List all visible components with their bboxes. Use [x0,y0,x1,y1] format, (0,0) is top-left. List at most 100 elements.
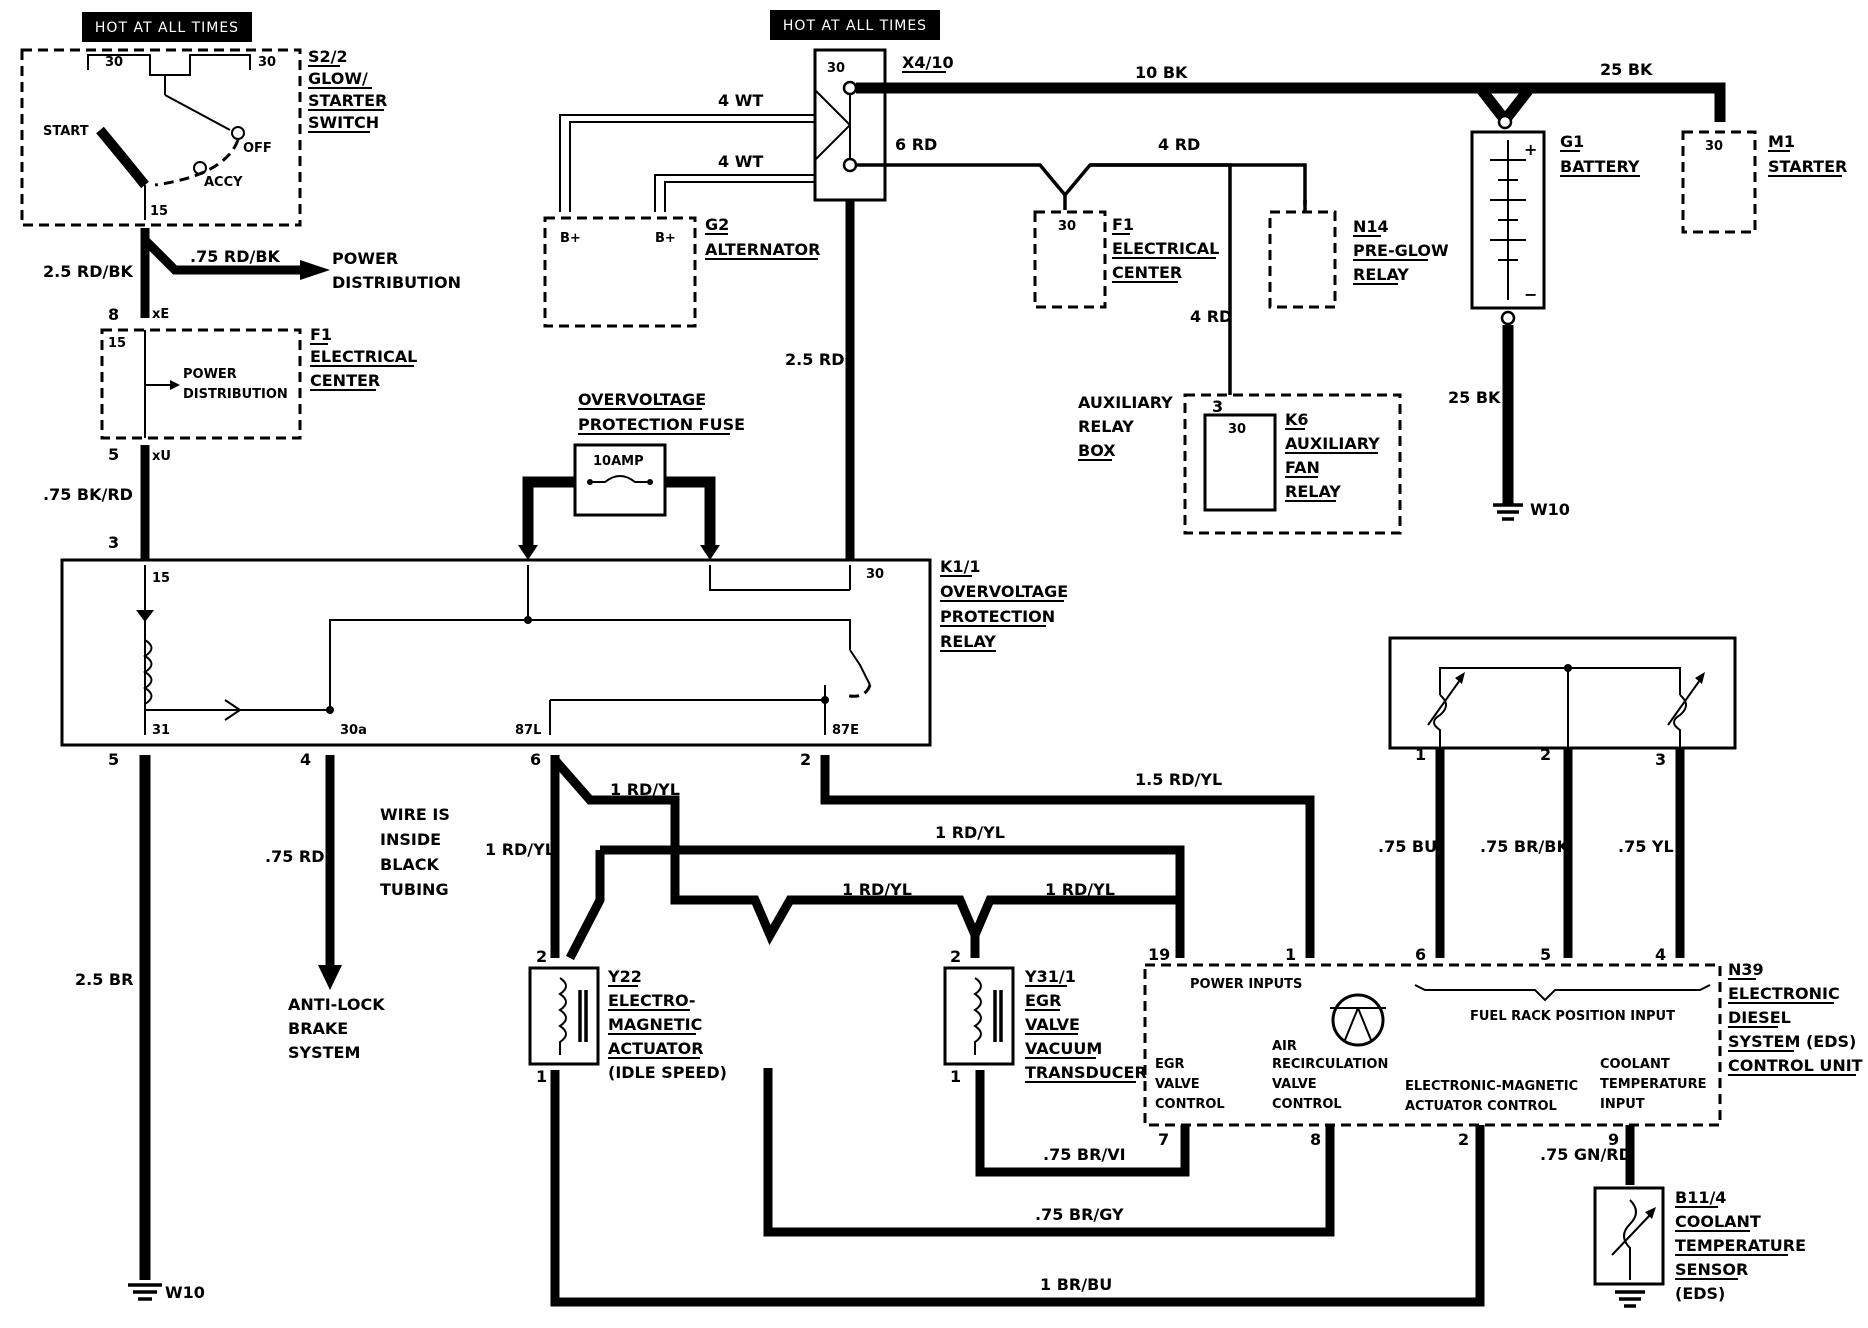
svg-text:RELAY: RELAY [1285,482,1341,501]
svg-text:87L: 87L [515,723,541,738]
svg-text:3: 3 [1655,750,1666,769]
svg-text:.75 BU: .75 BU [1378,837,1437,856]
starter: 30 M1 STARTER [1681,130,1847,234]
svg-text:7: 7 [1158,1130,1169,1149]
svg-text:POWER: POWER [183,367,237,382]
svg-text:STARTER: STARTER [308,91,387,110]
svg-text:6: 6 [530,750,541,769]
svg-text:1 RD/YL: 1 RD/YL [935,823,1005,842]
svg-text:W10: W10 [165,1283,205,1302]
svg-text:5: 5 [108,445,119,464]
svg-text:6: 6 [1415,945,1426,964]
svg-text:8: 8 [1310,1130,1321,1149]
svg-text:VACUUM: VACUUM [1025,1039,1102,1058]
svg-text:.75 BK/RD: .75 BK/RD [43,485,133,504]
svg-text:CONTROL UNIT: CONTROL UNIT [1728,1056,1863,1075]
svg-text:.75 GN/RD: .75 GN/RD [1540,1145,1632,1164]
svg-text:RECIRCULATION: RECIRCULATION [1272,1057,1388,1072]
svg-text:1: 1 [1285,945,1296,964]
wire-4rd-to-k6 [1090,163,1232,395]
glow-starter-switch: 30 30 START OFF ACCY 15 S2/2 GLOW/ START… [20,47,387,227]
svg-text:PROTECTION: PROTECTION [940,607,1055,626]
svg-text:4 WT: 4 WT [718,152,763,171]
svg-text:6 RD: 6 RD [895,135,937,154]
svg-text:M1: M1 [1768,132,1795,151]
svg-text:1 RD/YL: 1 RD/YL [610,780,680,799]
svg-text:15: 15 [150,204,168,219]
svg-text:COOLANT: COOLANT [1675,1212,1761,1231]
svg-text:15: 15 [152,571,170,586]
wires-rdyl [550,755,1315,961]
svg-text:S2/2: S2/2 [308,47,348,66]
svg-text:POWER INPUTS: POWER INPUTS [1190,977,1302,992]
svg-text:SENSOR: SENSOR [1675,1260,1748,1279]
svg-text:4 RD: 4 RD [1190,307,1232,326]
svg-text:30a: 30a [340,723,367,738]
electromagnetic-actuator: 2 1 Y22 ELECTRO- MAGNETIC ACTUATOR (IDLE… [528,947,727,1086]
svg-text:OFF: OFF [243,141,272,156]
svg-text:1 RD/YL: 1 RD/YL [842,880,912,899]
svg-text:DIESEL: DIESEL [1728,1008,1791,1027]
svg-text:30: 30 [1058,219,1076,234]
svg-text:ANTI-LOCK: ANTI-LOCK [288,995,385,1014]
hot-badge-right: HOT AT ALL TIMES [770,10,940,40]
svg-text:VALVE: VALVE [1272,1077,1317,1092]
svg-text:POWER: POWER [332,249,398,268]
wire-6rd [856,163,1307,205]
svg-text:30: 30 [1705,139,1723,154]
svg-text:ELECTRICAL: ELECTRICAL [310,347,417,366]
auxiliary-relay-box: 3 30 K6 AUXILIARY FAN RELAY AUXILIARY RE… [1078,393,1402,535]
svg-text:B+: B+ [655,231,676,246]
svg-text:OVERVOLTAGE: OVERVOLTAGE [940,582,1068,601]
svg-text:−: − [1524,285,1537,304]
svg-text:30: 30 [1228,422,1246,437]
ground-icon [1493,503,1523,521]
svg-text:31: 31 [152,723,170,738]
svg-text:1 RD/YL: 1 RD/YL [485,840,555,859]
svg-text:xU: xU [152,449,171,464]
svg-text:K1/1: K1/1 [940,557,981,576]
svg-text:25 BK: 25 BK [1448,388,1501,407]
svg-text:Y31/1: Y31/1 [1024,967,1076,986]
svg-text:CONTROL: CONTROL [1272,1097,1342,1112]
svg-text:SYSTEM: SYSTEM [288,1043,360,1062]
svg-text:.75 RD/BK: .75 RD/BK [190,247,281,266]
fuel-rack-sensor [1388,636,1737,750]
svg-text:ELECTRONIC-MAGNETIC: ELECTRONIC-MAGNETIC [1405,1079,1578,1094]
electrical-center-left: 15 POWER DISTRIBUTION F1 ELECTRICAL CENT… [100,325,417,440]
svg-text:WIRE IS: WIRE IS [380,805,450,824]
svg-text:W10: W10 [1530,500,1570,519]
svg-text:DISTRIBUTION: DISTRIBUTION [332,273,461,292]
svg-text:START: START [43,124,89,139]
svg-text:5: 5 [1540,945,1551,964]
svg-text:5: 5 [108,750,119,769]
svg-text:TRANSDUCER: TRANSDUCER [1025,1063,1147,1082]
svg-text:F1: F1 [1112,215,1134,234]
svg-text:4: 4 [300,750,311,769]
svg-text:ELECTRICAL: ELECTRICAL [1112,239,1219,258]
svg-text:2: 2 [950,947,961,966]
svg-text:1.5 RD/YL: 1.5 RD/YL [1135,770,1222,789]
svg-text:CONTROL: CONTROL [1155,1097,1225,1112]
svg-text:HOT AT ALL TIMES: HOT AT ALL TIMES [95,20,239,36]
svg-text:xE: xE [152,307,169,322]
svg-text:B11/4: B11/4 [1675,1188,1726,1207]
battery: + − G1 BATTERY [1470,130,1640,326]
svg-text:30: 30 [105,55,123,70]
svg-text:30: 30 [258,55,276,70]
svg-text:PRE-GLOW: PRE-GLOW [1353,241,1449,260]
eds-control-unit: POWER INPUTS FUEL RACK POSITION INPUT EG… [1143,960,1863,1127]
svg-text:1 RD/YL: 1 RD/YL [1045,880,1115,899]
svg-text:19: 19 [1148,945,1170,964]
svg-text:ACTUATOR: ACTUATOR [608,1039,704,1058]
svg-text:RELAY: RELAY [1353,265,1409,284]
svg-text:Y22: Y22 [607,967,642,986]
svg-text:ELECTRONIC: ELECTRONIC [1728,984,1840,1003]
coolant-temperature-sensor: B11/4 COOLANT TEMPERATURE SENSOR (EDS) [1593,1186,1806,1308]
svg-text:GLOW/: GLOW/ [308,69,368,88]
svg-text:G1: G1 [1560,132,1584,151]
svg-text:+: + [1524,140,1537,159]
svg-text:30: 30 [866,567,884,582]
svg-text:N14: N14 [1353,217,1389,236]
electrical-center-top: 30 F1 ELECTRICAL CENTER [1033,210,1219,309]
